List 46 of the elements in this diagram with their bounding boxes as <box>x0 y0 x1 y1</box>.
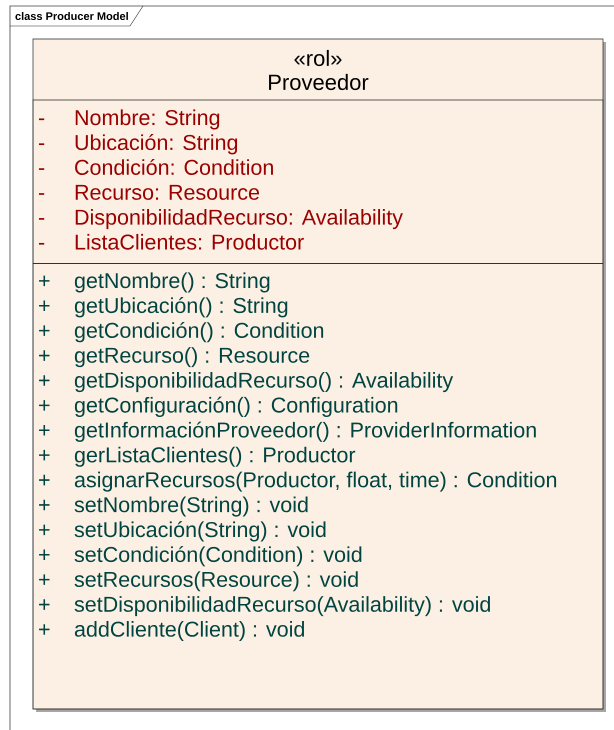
operation-text: getConfiguración() : Configuration <box>74 396 398 417</box>
attribute-text: ListaClientes: Productor <box>76 234 304 250</box>
visibility-marker: + <box>39 450 50 460</box>
visibility-marker: + <box>39 599 50 610</box>
operation-text: getNombre() : String <box>74 272 270 292</box>
operation-text: setUbicación(String) : void <box>74 521 326 542</box>
operation-text: asignarRecursos(Productor, float, time) : Condition <box>74 472 556 492</box>
visibility-marker: + <box>39 574 50 585</box>
visibility-marker: + <box>39 624 50 635</box>
visibility-marker: + <box>39 474 50 486</box>
operation-text: getUbicación() : String <box>74 297 288 318</box>
operation-text: getDisponibilidadRecurso() : Availability <box>74 372 454 392</box>
visibility-marker: + <box>39 300 50 312</box>
operation-text: gerListaClientes() : Productor <box>74 446 356 467</box>
visibility-marker: + <box>39 500 50 510</box>
operation-text: getRecurso() : Resource <box>74 347 310 368</box>
attribute-text: Nombre: String <box>76 109 220 130</box>
visibility-marker: - <box>38 218 44 220</box>
class-compartment <box>32 263 604 710</box>
visibility-marker: + <box>39 524 50 536</box>
visibility-marker: + <box>39 325 50 336</box>
attribute-text: Condición: Condition <box>75 158 273 175</box>
visibility-marker: - <box>38 168 44 170</box>
visibility-marker: - <box>38 118 44 120</box>
visibility-marker: - <box>38 242 44 245</box>
operation-text: setDisponibilidadRecurso(Availability) : void <box>74 596 490 616</box>
operation-text: setRecursos(Resource) : void <box>74 571 358 592</box>
attribute-text: Recurso: Resource <box>76 184 260 200</box>
operation-text: getCondición() : Condition <box>74 322 324 342</box>
stereotype-label: «rol» <box>294 50 342 66</box>
class-name: Proveedor <box>269 74 368 90</box>
class-compartment <box>32 100 604 264</box>
visibility-marker: - <box>38 143 44 146</box>
operation-text: setCondición(Condition) : void <box>74 546 362 566</box>
visibility-marker: + <box>39 425 50 436</box>
attribute-text: Ubicación: String <box>76 134 238 154</box>
visibility-marker: + <box>39 350 50 361</box>
visibility-marker: + <box>39 375 50 386</box>
operation-text: addCliente(Client) : void <box>74 621 304 642</box>
visibility-marker: + <box>39 276 50 286</box>
visibility-marker: + <box>39 400 50 411</box>
operation-text: getInformaciónProveedor() : ProviderInformation <box>74 422 536 442</box>
operation-text: setNombre(String) : void <box>74 496 308 517</box>
visibility-marker: + <box>39 550 50 560</box>
attribute-text: DisponibilidadRecurso: Availability <box>76 209 403 230</box>
visibility-marker: - <box>38 193 44 195</box>
